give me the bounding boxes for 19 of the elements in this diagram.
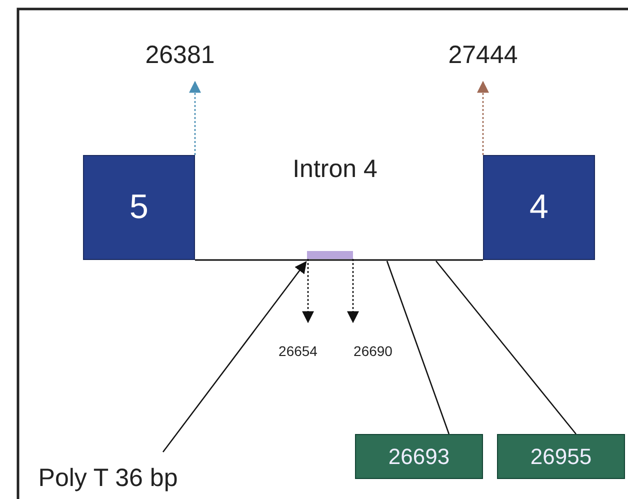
arrow xyxy=(347,259,359,324)
position-label: 27444 xyxy=(433,38,533,72)
leader-line xyxy=(386,260,450,434)
poly-t-bar xyxy=(307,251,353,259)
position-label: 26690 xyxy=(343,340,403,362)
intron-line xyxy=(195,259,483,261)
intron-label: Intron 4 xyxy=(292,154,378,184)
arrow xyxy=(477,80,489,155)
arrow xyxy=(302,259,314,324)
position-box: 26693 xyxy=(355,434,483,479)
leader-line xyxy=(436,260,576,434)
arrow xyxy=(189,80,201,155)
annotation-text: Poly T 36 bp xyxy=(20,460,196,496)
arrow xyxy=(162,261,307,452)
position-box: 26955 xyxy=(497,434,625,479)
position-label: 26654 xyxy=(268,340,328,362)
exon-box: 5 xyxy=(83,155,195,260)
position-label: 26381 xyxy=(130,38,230,72)
exon-box: 4 xyxy=(483,155,595,260)
